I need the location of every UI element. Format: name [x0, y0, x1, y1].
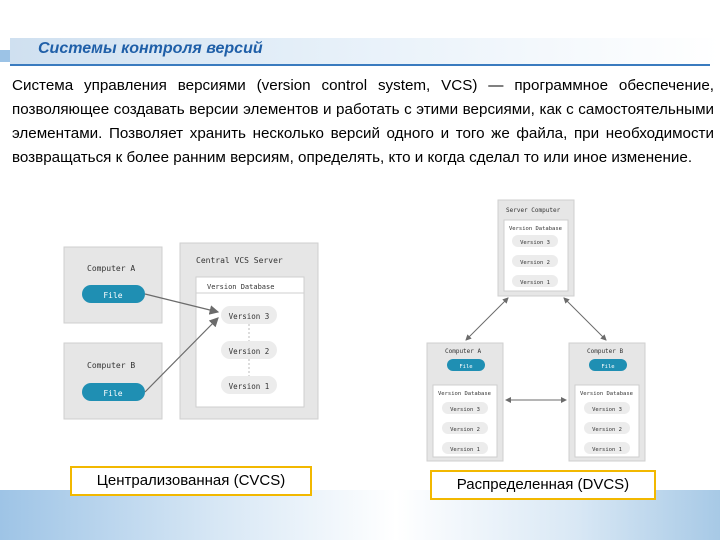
dvcs-a-version-2-label: Version 2: [450, 427, 480, 433]
file-a-label: File: [103, 291, 122, 300]
dvcs-caption: Распределенная (DVCS): [430, 470, 656, 500]
dvcs-b-version-1-label: Version 1: [592, 447, 622, 453]
dvcs-a-db-label: Version Database: [438, 391, 491, 397]
computer-b-box: [64, 343, 162, 419]
cvcs-version-3-label: Version 3: [229, 312, 270, 321]
file-b-label: File: [103, 389, 122, 398]
dvcs-computer-b-label: Computer B: [587, 348, 624, 355]
cvcs-version-2-label: Version 2: [229, 347, 270, 356]
server-version-2-label: Version 2: [520, 260, 550, 266]
dvcs-b-version-2-label: Version 2: [592, 427, 622, 433]
dvcs-arrow-server-b: [564, 298, 606, 340]
cvcs-caption: Централизованная (CVCS): [70, 466, 312, 496]
dvcs-a-version-3-label: Version 3: [450, 407, 480, 413]
server-version-3-label: Version 3: [520, 240, 550, 246]
version-database-label: Version Database: [207, 283, 274, 291]
dvcs-b-db-label: Version Database: [580, 391, 633, 397]
dvcs-file-b-label: File: [601, 364, 614, 370]
server-db-label: Version Database: [509, 226, 562, 232]
computer-a-label: Computer A: [87, 264, 135, 273]
server-version-1-label: Version 1: [520, 280, 550, 286]
server-computer-label: Server Computer: [506, 207, 561, 214]
computer-b-label: Computer B: [87, 361, 135, 370]
cvcs-version-1-label: Version 1: [229, 382, 270, 391]
dvcs-arrow-server-a: [466, 298, 508, 340]
dvcs-computer-a-label: Computer A: [445, 348, 482, 355]
dvcs-file-a-label: File: [459, 364, 472, 370]
dvcs-b-version-3-label: Version 3: [592, 407, 622, 413]
central-server-label: Central VCS Server: [196, 256, 283, 265]
dvcs-a-version-1-label: Version 1: [450, 447, 480, 453]
